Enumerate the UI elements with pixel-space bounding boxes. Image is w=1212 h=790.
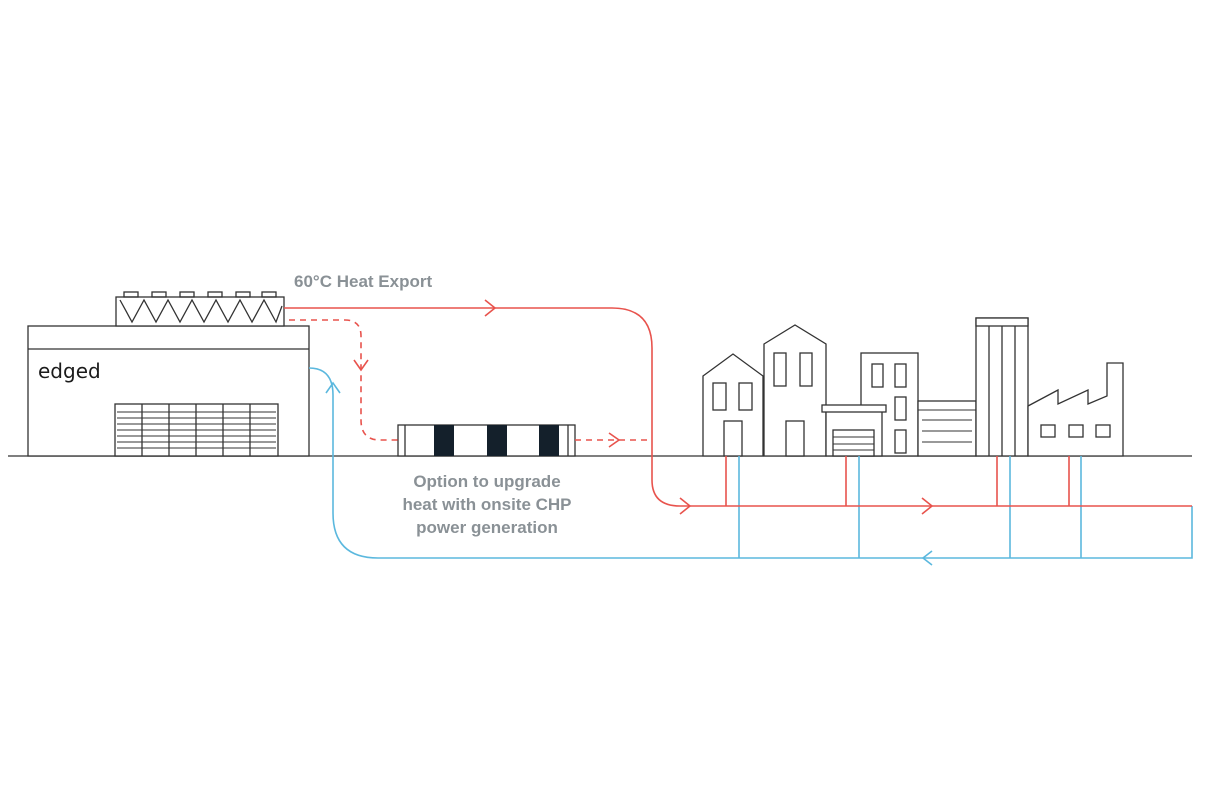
chp-option-line-3: power generation	[416, 518, 558, 537]
chp-option-line-1: Option to upgrade	[413, 472, 560, 491]
return-flow-network	[308, 367, 1193, 566]
chp-option-label: Option to upgrade heat with onsite CHP p…	[402, 472, 571, 537]
warehouse	[917, 400, 977, 457]
house-2	[763, 324, 827, 457]
chp-optional-route	[289, 319, 398, 441]
factory	[1027, 362, 1124, 457]
heat-export-label: 60°C Heat Export	[294, 272, 432, 291]
city-buildings	[702, 317, 1124, 457]
heat-export-arrow	[484, 299, 497, 317]
house-1	[702, 353, 764, 457]
chp-option-line-2: heat with onsite CHP	[402, 495, 571, 514]
return-arrow-up	[325, 381, 341, 394]
hot-flow-network	[284, 299, 1192, 515]
return-main-pipe	[308, 367, 1193, 559]
chp-route-arrow-down	[353, 359, 369, 372]
supply-arrow-1	[679, 497, 692, 515]
rooftop-cooling-units	[115, 291, 285, 327]
heat-export-pipe	[284, 307, 1192, 507]
apartment-with-garage	[821, 352, 919, 457]
chp-unit-block-1	[434, 425, 454, 456]
return-arrow-left	[921, 550, 933, 566]
tower	[975, 317, 1029, 457]
data-center-building	[27, 291, 310, 457]
chp-unit-block-2	[487, 425, 507, 456]
server-vent-panel	[114, 403, 279, 457]
chp-unit-block-3	[539, 425, 559, 456]
chp-unit	[397, 424, 576, 457]
supply-arrow-2	[921, 497, 934, 515]
chp-output-arrow	[608, 432, 621, 448]
edged-logo: edged	[38, 359, 101, 383]
